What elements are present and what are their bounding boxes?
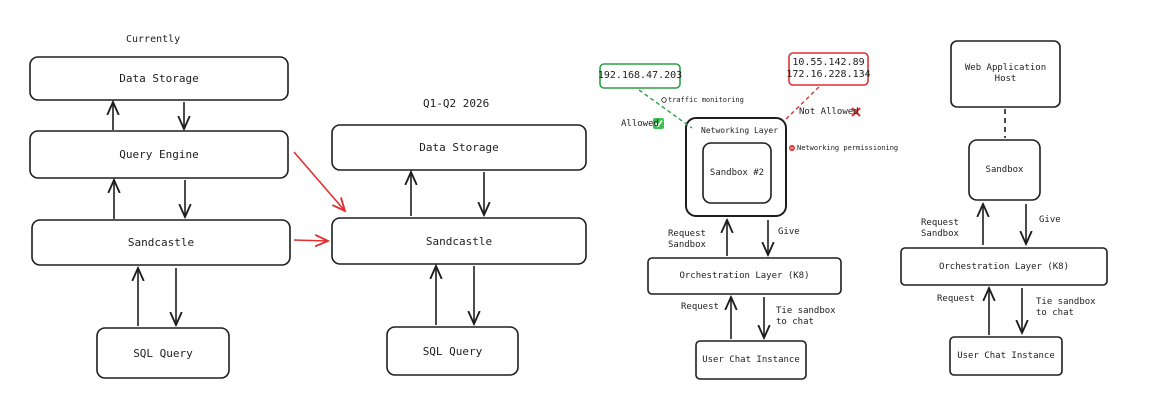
- d3-networking-layer-box: [685, 117, 787, 217]
- d1-query-engine-box: [29, 130, 289, 179]
- d2-sandcastle-label: Sandcastle: [425, 234, 493, 248]
- d3-tie-sandbox-label: Tie sandbox to chat: [776, 306, 836, 327]
- d2-title: Q1-Q2 2026: [423, 97, 490, 110]
- d3-blocked-ip-box: [788, 52, 869, 86]
- d1-sql-query-box: [96, 327, 230, 379]
- d2-sandcastle-box: [331, 217, 587, 265]
- d3-user-chat-box: [695, 340, 807, 380]
- d3-sandbox-box: [702, 142, 772, 204]
- d3-sandbox-label: Sandbox #2: [709, 168, 765, 178]
- d3-allowed-ip-box: [599, 63, 681, 89]
- d3-allowed-ip: 192.168.47.203: [597, 70, 683, 81]
- d3-networking-permissioning: Networking permissioning: [797, 144, 899, 152]
- d4-web-host-label: Web Application Host: [964, 63, 1047, 84]
- red-arrow-qe-to-d2: [293, 151, 345, 211]
- d4-user-chat-label: User Chat Instance: [957, 351, 1055, 361]
- d4-sandbox-label: Sandbox: [985, 165, 1024, 175]
- d1-data-storage-box: [29, 56, 289, 101]
- d4-tie-sandbox-label: Tie sandbox to chat: [1036, 297, 1096, 318]
- d4-orchestration-box: [900, 247, 1108, 286]
- d2-data-storage-label: Data Storage: [419, 141, 499, 154]
- d3-orchestration-box: [647, 257, 842, 295]
- d3-user-chat-label: User Chat Instance: [702, 355, 800, 365]
- d3-networking-layer-label: Networking Layer: [701, 126, 779, 135]
- d1-query-engine-label: Query Engine: [119, 148, 199, 161]
- red-arrow-sc-to-d2: [293, 240, 328, 241]
- d3-request-sandbox-label: Request Sandbox: [668, 229, 706, 250]
- d3-request-label: Request: [681, 302, 719, 312]
- cross-icon: [851, 107, 861, 117]
- d3-allowed-label: Allowed: [621, 119, 659, 129]
- d4-sandbox-box: [968, 139, 1041, 201]
- d3-give-label: Give: [778, 227, 800, 237]
- d1-title: Currently: [126, 34, 181, 45]
- d3-allowed-connector: [638, 89, 693, 129]
- d1-data-storage-label: Data Storage: [119, 72, 199, 85]
- d1-sandcastle-label: Sandcastle: [127, 236, 195, 249]
- d3-orchestration-label: Orchestration Layer (K8): [679, 271, 810, 281]
- d2-sql-query-label: SQL Query: [422, 344, 483, 358]
- d3-traffic-monitoring: traffic monitoring: [668, 96, 744, 104]
- d3-not-allowed-label: Not Allowed: [799, 107, 859, 117]
- d1-sandcastle-box: [31, 219, 291, 266]
- d4-give-label: Give: [1039, 215, 1061, 225]
- d4-request-sandbox-label: Request Sandbox: [921, 218, 959, 239]
- d2-sql-query-box: [386, 326, 519, 376]
- d2-data-storage-box: [331, 124, 587, 171]
- d1-sql-query-label: SQL Query: [133, 346, 193, 360]
- d3-blocked-connector: [783, 86, 820, 122]
- d4-user-chat-box: [949, 336, 1063, 376]
- d3-blocked-ips: 10.55.142.89 172.16.228.134: [786, 57, 871, 80]
- d4-orchestration-label: Orchestration Layer (K8): [938, 261, 1070, 272]
- d4-web-host-box: [950, 40, 1061, 108]
- search-icon: [661, 97, 667, 103]
- d4-request-label: Request: [937, 294, 975, 304]
